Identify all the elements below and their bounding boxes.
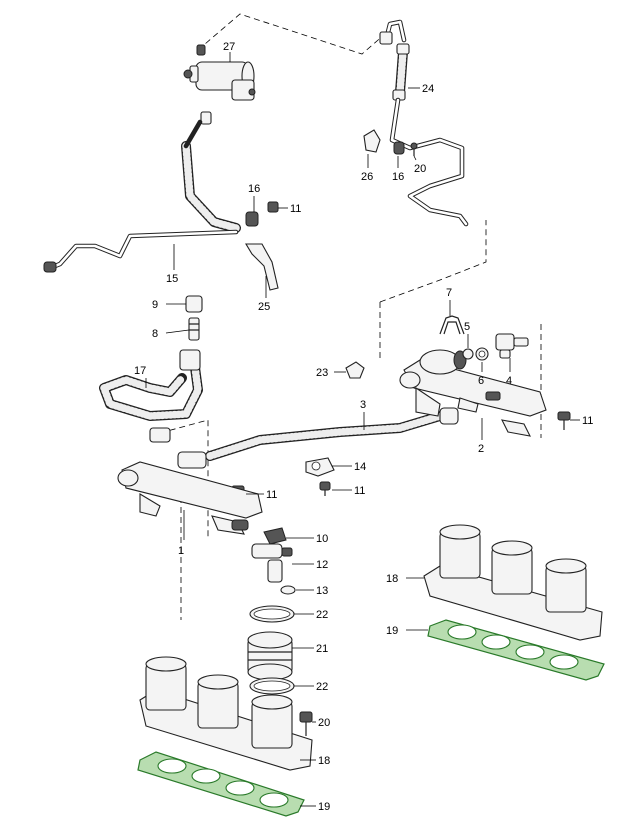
callout-27[interactable]: 27 <box>223 41 235 53</box>
callout-19-left[interactable]: 19 <box>318 801 330 813</box>
callout-9[interactable]: 9 <box>152 299 158 311</box>
clip-part-16-upper[interactable] <box>393 141 405 155</box>
fuel-filter-part-27[interactable] <box>183 44 256 125</box>
sleeve-part-21[interactable] <box>247 631 293 681</box>
callout-18-right[interactable]: 18 <box>386 573 398 585</box>
callout-16-lower[interactable]: 16 <box>248 183 260 195</box>
gasket-part-19-right[interactable] <box>427 619 605 681</box>
callout-15[interactable]: 15 <box>166 273 178 285</box>
screw-part-20-upper[interactable] <box>410 142 418 156</box>
clamp-part-22-lower[interactable] <box>249 677 295 695</box>
clip-part-10[interactable] <box>263 527 287 545</box>
gasket-part-19-left[interactable] <box>137 751 305 817</box>
callout-1[interactable]: 1 <box>178 545 184 557</box>
callout-26[interactable]: 26 <box>361 171 373 183</box>
hose-part-3[interactable] <box>177 407 459 469</box>
callout-14[interactable]: 14 <box>354 461 366 473</box>
hose-part-17[interactable] <box>99 349 203 443</box>
bracket-part-25[interactable] <box>245 243 279 291</box>
callout-20-upper[interactable]: 20 <box>414 163 426 175</box>
bracket-part-26[interactable] <box>363 129 381 153</box>
callout-21[interactable]: 21 <box>316 643 328 655</box>
fuel-line-part-15[interactable] <box>43 119 241 273</box>
screw-part-11-upper[interactable] <box>267 201 279 213</box>
callout-20-lower[interactable]: 20 <box>318 717 330 729</box>
o-ring-part-5[interactable] <box>462 348 474 360</box>
callout-2[interactable]: 2 <box>478 443 484 455</box>
screw-part-11-middle[interactable] <box>319 481 331 496</box>
intake-manifold-part-18-right[interactable] <box>423 524 603 641</box>
callout-3[interactable]: 3 <box>360 399 366 411</box>
callout-13[interactable]: 13 <box>316 585 328 597</box>
callout-22-lower[interactable]: 22 <box>316 681 328 693</box>
clamp-part-22-upper[interactable] <box>249 605 295 623</box>
callout-labels: 27 24 26 16 20 16 11 15 25 9 8 7 5 6 4 2… <box>134 41 593 813</box>
o-ring-part-13[interactable] <box>280 585 296 595</box>
callout-19-right[interactable]: 19 <box>386 625 398 637</box>
intake-manifold-part-18-left[interactable] <box>139 656 313 771</box>
callout-11-right[interactable]: 11 <box>582 415 593 427</box>
callout-12[interactable]: 12 <box>316 559 328 571</box>
callout-11-left[interactable]: 11 <box>266 489 277 501</box>
callout-18-left[interactable]: 18 <box>318 755 330 767</box>
valve-part-4[interactable] <box>495 333 529 359</box>
clip-part-16-lower[interactable] <box>245 211 259 227</box>
callout-7[interactable]: 7 <box>446 287 452 299</box>
clip-part-7[interactable] <box>439 315 465 335</box>
clamp-part-14[interactable] <box>305 457 335 477</box>
injector-part-12[interactable] <box>251 543 293 583</box>
valve-part-8[interactable] <box>188 317 200 341</box>
callout-10[interactable]: 10 <box>316 533 328 545</box>
screw-part-11-right[interactable] <box>557 411 571 430</box>
o-ring-part-6[interactable] <box>475 347 489 361</box>
callout-11-middle[interactable]: 11 <box>354 485 365 497</box>
callout-8[interactable]: 8 <box>152 328 158 340</box>
callout-17[interactable]: 17 <box>134 365 146 377</box>
clip-part-23[interactable] <box>345 361 365 379</box>
leader-lines <box>145 52 580 807</box>
supply-line-part-24[interactable] <box>379 19 469 227</box>
cap-part-9[interactable] <box>185 295 203 313</box>
callout-22-upper[interactable]: 22 <box>316 609 328 621</box>
fuel-rail-part-1[interactable] <box>117 461 263 535</box>
callout-4[interactable]: 4 <box>506 375 512 387</box>
callout-25[interactable]: 25 <box>258 301 270 313</box>
callout-23[interactable]: 23 <box>316 367 328 379</box>
callout-11-upper[interactable]: 11 <box>290 203 301 215</box>
screw-part-20-lower[interactable] <box>299 711 313 736</box>
callout-24[interactable]: 24 <box>422 83 434 95</box>
callout-6[interactable]: 6 <box>478 375 484 387</box>
dashed-connection-lines <box>159 13 542 620</box>
callout-5[interactable]: 5 <box>464 321 470 333</box>
callout-16-upper[interactable]: 16 <box>392 171 404 183</box>
